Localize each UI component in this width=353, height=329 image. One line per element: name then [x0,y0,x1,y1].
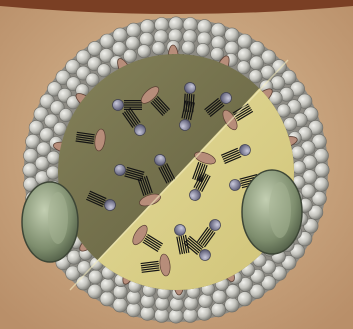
phospholipid-head [126,23,140,37]
phospholipid-head [197,306,211,320]
phospholipid-head [140,32,154,46]
phospholipid-head [225,28,239,42]
phospholipid-head [100,292,114,306]
phospholipid-head [126,36,140,50]
phospholipid-head [154,30,168,44]
phospholipid-head [182,41,195,54]
phospholipid-head [100,34,114,48]
phospholipid-head [196,43,209,56]
phospholipid-head [238,48,252,62]
phospholipid-head [184,296,198,310]
phospholipid-head [211,303,225,317]
phospholipid-head [113,28,127,42]
phospholipid-head [88,270,102,284]
phospholipid-head [113,298,127,312]
phospholipid-head [126,303,140,317]
apoprotein-right [242,170,302,254]
phospholipid-head [315,163,329,177]
cholesterol-molecule [113,100,124,111]
phospholipid-head [123,49,136,62]
phospholipid-head [100,278,114,292]
phospholipid-head [291,146,304,159]
phospholipid-head [237,61,250,74]
phospholipid-head [211,23,225,37]
phospholipid-head [23,163,37,177]
cholesterol-molecule [184,82,196,94]
phospholipid-head [225,298,239,312]
phospholipid-head [47,151,60,164]
phospholipid-head [238,292,252,306]
apoprotein-left [22,182,78,262]
phospholipid-head [292,161,305,174]
phospholipid-head [212,290,226,304]
phospholipid-head [238,34,252,48]
apoprotein-right-highlight [269,182,291,238]
phospholipid-head [250,56,264,70]
phospholipid-head [97,64,110,77]
phospholipid-head [140,20,154,34]
phospholipid-head [138,45,151,58]
apoprotein-left-highlight [48,192,68,244]
phospholipid-head [198,294,212,308]
phospholipid-head [152,42,165,55]
phospholipid-head [46,166,59,179]
core-molecule [113,100,143,111]
phospholipid-head [77,261,91,275]
